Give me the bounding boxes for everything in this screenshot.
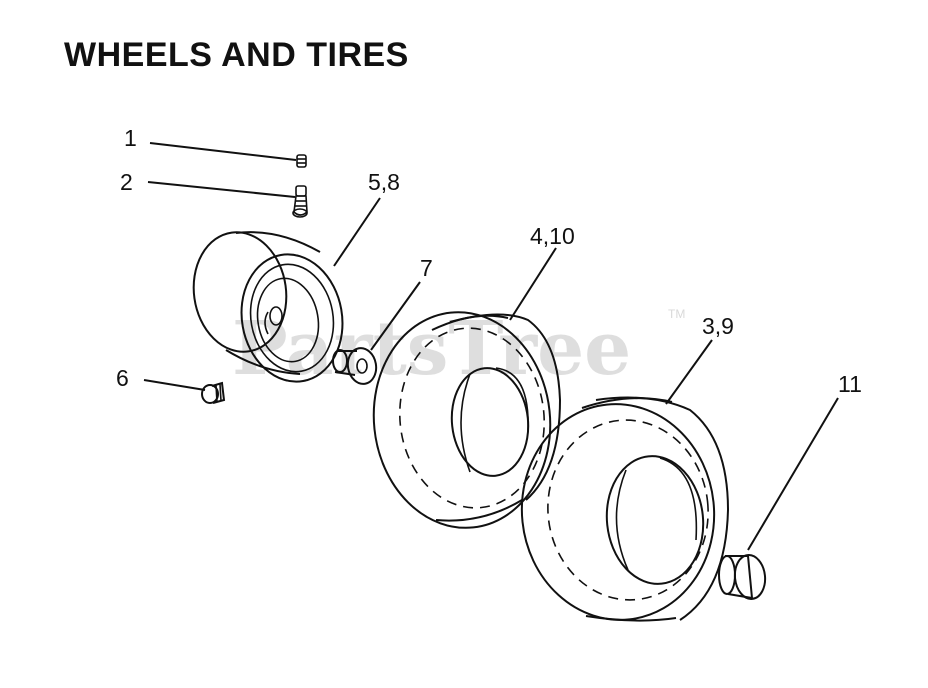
- callout-1[interactable]: 1: [124, 125, 137, 151]
- leader-line-3-9: [665, 339, 713, 405]
- callout-7[interactable]: 7: [420, 255, 433, 281]
- watermark-text: PartsTree: [232, 306, 631, 392]
- part-valve-stem[interactable]: [292, 185, 308, 218]
- leader-line-7: [370, 281, 421, 351]
- leader-line-6: [143, 379, 206, 391]
- part-front-tire[interactable]: [363, 303, 562, 536]
- part-hub-cap[interactable]: [718, 554, 767, 601]
- part-wheel-rim[interactable]: [186, 226, 352, 390]
- part-bushing[interactable]: [332, 346, 379, 386]
- callout-2[interactable]: 2: [120, 169, 133, 195]
- leader-line-5-8: [333, 197, 381, 267]
- callout-6[interactable]: 6: [116, 365, 129, 391]
- leader-line-11: [747, 397, 839, 551]
- callout-4-10[interactable]: 4,10: [530, 223, 575, 249]
- leader-line-1: [149, 142, 297, 161]
- watermark-trademark: TM: [668, 307, 685, 321]
- callout-3-9[interactable]: 3,9: [702, 313, 734, 339]
- part-rear-tire[interactable]: [511, 395, 730, 630]
- page-title: WHEELS AND TIRES: [64, 36, 409, 74]
- leader-line-2: [147, 181, 296, 198]
- leader-line-4-10: [509, 247, 557, 321]
- callout-5-8[interactable]: 5,8: [368, 169, 400, 195]
- callout-11[interactable]: 11: [838, 371, 862, 397]
- part-valve-cap[interactable]: [296, 154, 307, 168]
- part-lug-bolt[interactable]: [201, 381, 226, 404]
